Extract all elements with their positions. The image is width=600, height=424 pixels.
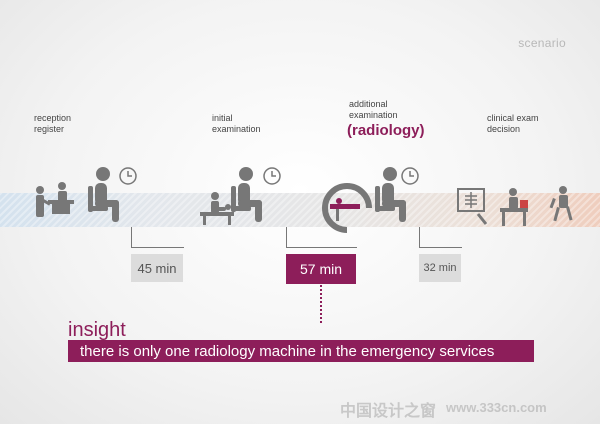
clock-icon bbox=[263, 167, 281, 185]
reception-desk-icon bbox=[36, 182, 74, 217]
step-label-initial-exam: initial examination bbox=[212, 113, 261, 134]
step-label-clinical-decision: clinical exam decision bbox=[487, 113, 539, 134]
watermark-url: www.333cn.com bbox=[446, 400, 547, 415]
watermark-chinese: 中国设计之窗 bbox=[340, 403, 437, 420]
seated-patient-icon bbox=[231, 167, 262, 222]
wait-duration-box: 45 min bbox=[131, 254, 183, 282]
radiology-machine-icon bbox=[322, 183, 372, 233]
insight-text: there is only one radiology machine in t… bbox=[68, 340, 534, 362]
step-label-additional-exam: additional examination bbox=[349, 99, 398, 120]
clock-icon bbox=[401, 167, 419, 185]
wait-duration-box: 32 min bbox=[419, 254, 461, 282]
wait-connector bbox=[131, 227, 184, 248]
walking-patient-icon bbox=[549, 186, 573, 222]
seated-patient-icon bbox=[88, 167, 119, 222]
seated-patient-icon bbox=[375, 167, 406, 222]
xray-screen-icon bbox=[457, 188, 488, 225]
wait-duration-box-highlighted: 57 min bbox=[286, 254, 356, 284]
examination-icon bbox=[200, 192, 234, 225]
clock-icon bbox=[119, 167, 137, 185]
insight-pointer bbox=[320, 285, 322, 323]
step-label-radiology: (radiology) bbox=[347, 122, 425, 139]
wait-connector bbox=[419, 227, 462, 248]
scenario-label: scenario bbox=[518, 36, 566, 50]
insight-title: insight bbox=[68, 319, 126, 341]
wait-connector bbox=[286, 227, 357, 248]
doctor-desk-icon bbox=[500, 188, 528, 226]
step-label-reception: reception register bbox=[34, 113, 72, 134]
